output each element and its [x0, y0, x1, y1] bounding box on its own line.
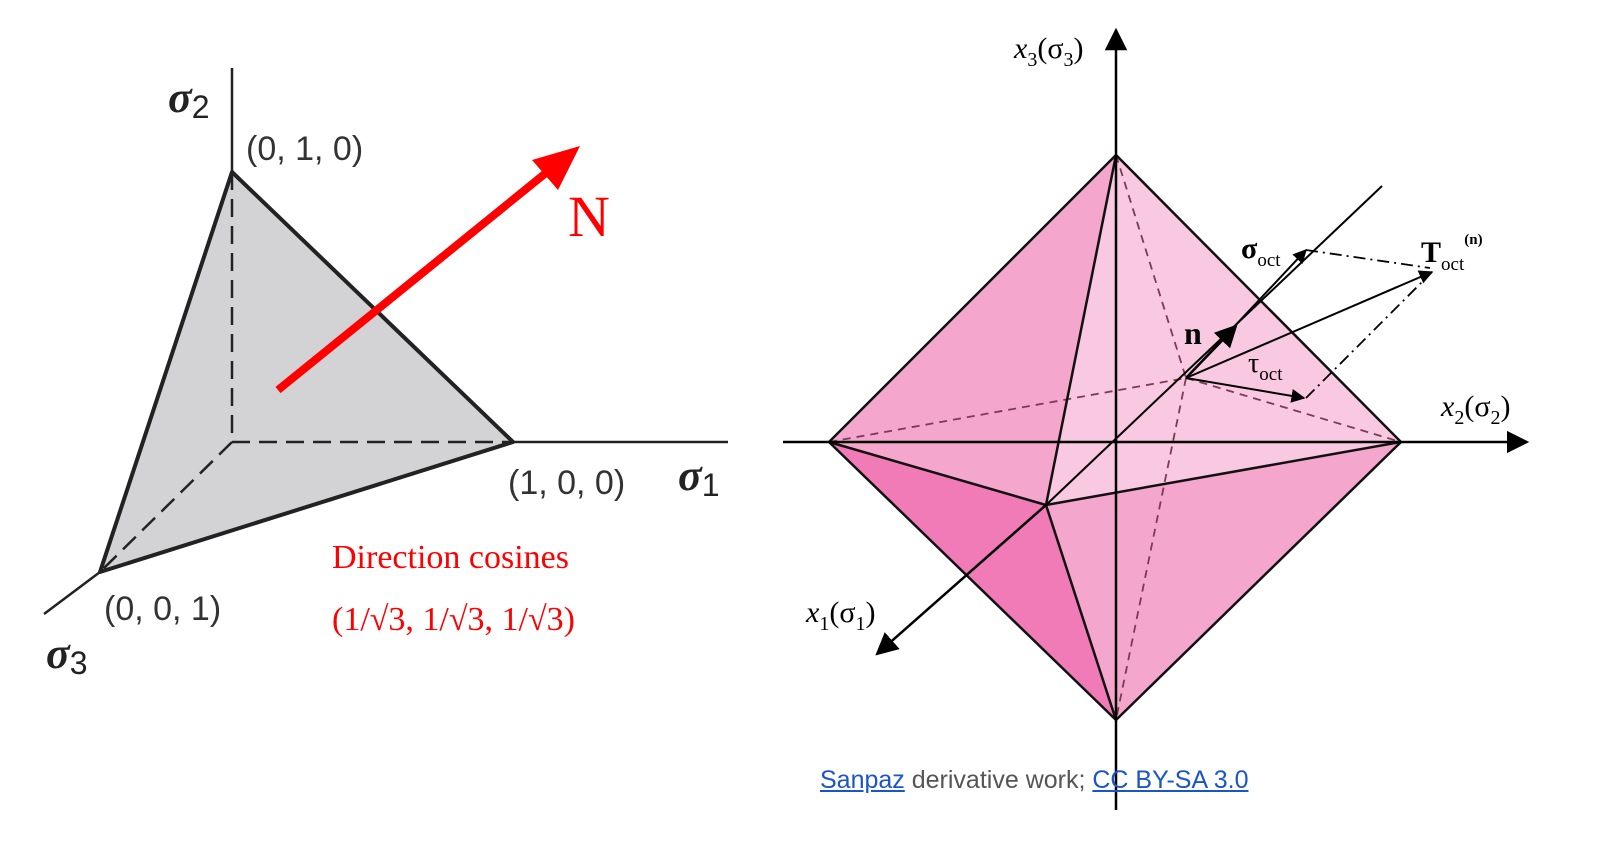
sigma3-axis: [43, 571, 101, 615]
t-oct-vector: [1185, 270, 1434, 379]
point-010-label: (0, 1, 0): [246, 130, 363, 168]
x1-axis: [875, 504, 1047, 656]
attribution-line: Sanpaz derivative work; CC BY-SA 3.0: [820, 766, 1248, 795]
attribution-text: derivative work;: [911, 766, 1086, 794]
point-001-label: (0, 0, 1): [104, 590, 221, 628]
hidden-axis-3: [99, 441, 233, 573]
construction-line-right: [1305, 271, 1433, 399]
right-figure: x3(σ3) x2(σ2) x1(σ1) n σoct τoct Toct(n): [783, 27, 1530, 810]
sigma2-label: σ2: [168, 73, 210, 125]
license-link[interactable]: CC BY-SA 3.0: [1092, 766, 1249, 794]
sigma-oct-vector: [1185, 248, 1307, 379]
direction-cosines-title: Direction cosines: [332, 539, 569, 576]
x1-axis-label: x1(σ1): [805, 596, 876, 635]
sigma-oct-label: σoct: [1241, 232, 1281, 271]
tau-oct-label: τoct: [1248, 348, 1283, 385]
author-link[interactable]: Sanpaz: [820, 766, 905, 794]
octahedron-upper-left-face: [829, 155, 1116, 505]
t-oct-label: Toct(n): [1421, 232, 1483, 275]
left-figure: σ2 σ1 σ3 (0, 1, 0) (1, 0, 0) (0, 0, 1) N…: [43, 68, 728, 681]
x2-axis-label: x2(σ2): [1440, 390, 1511, 429]
n-label: n: [1184, 315, 1202, 351]
normal-arrowhead: [532, 146, 580, 190]
octahedron-edges: [827, 153, 1403, 722]
direction-cosines-values: (1/√3, 1/√3, 1/√3): [332, 601, 575, 638]
hidden-edges: [828, 154, 1402, 721]
normal-label: N: [568, 184, 610, 249]
tau-oct-vector: [1185, 377, 1306, 403]
point-100-label: (1, 0, 0): [508, 464, 625, 502]
octahedron-lower-right-face: [1046, 442, 1401, 720]
sigma1-label: σ1: [678, 451, 720, 503]
construction-line-top: [1305, 249, 1431, 269]
sigma3-label: σ3: [46, 629, 88, 681]
normal-vector-arrow: [275, 164, 555, 394]
x3-axis-label: x3(σ3): [1013, 32, 1084, 71]
